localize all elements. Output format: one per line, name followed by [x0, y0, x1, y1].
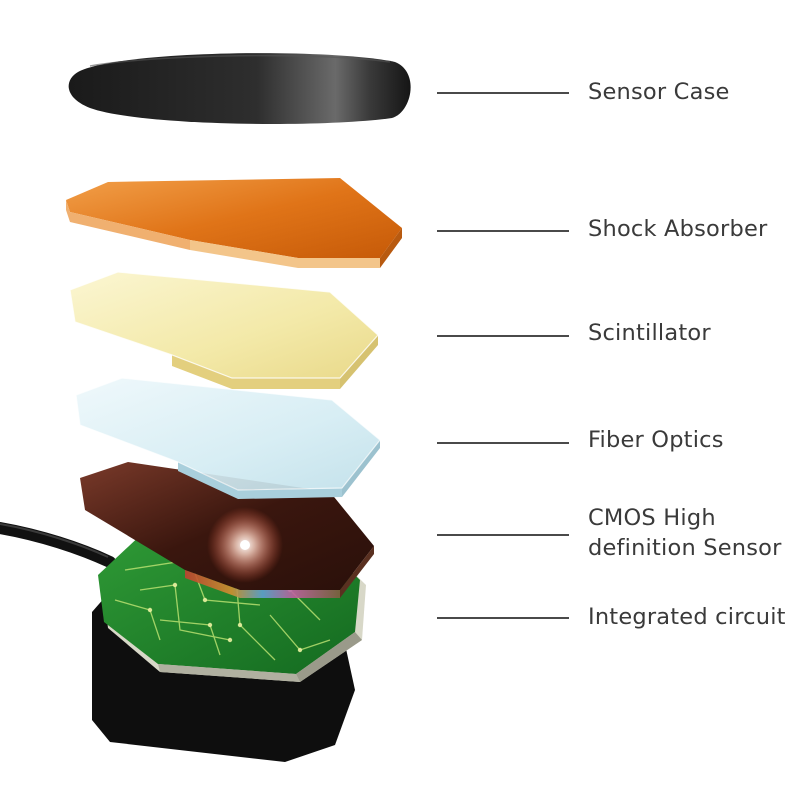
sensor-cable [0, 522, 116, 568]
integrated-circuit-label: Integrated circuit [588, 604, 786, 630]
sensor-case-label: Sensor Case [588, 79, 730, 105]
scintillator-label: Scintillator [588, 320, 711, 346]
scintillator-layer [69, 271, 379, 389]
sensor-case-layer [68, 53, 411, 124]
shock-absorber-layer [66, 178, 402, 268]
cmos-sensor-label-line1: CMOS High [588, 505, 716, 531]
fiber-optics-layer [75, 377, 381, 499]
shock-absorber-label: Shock Absorber [588, 216, 768, 242]
fiber-optics-label: Fiber Optics [588, 427, 724, 453]
cmos-sensor-label-line2: definition Sensor [588, 535, 782, 561]
